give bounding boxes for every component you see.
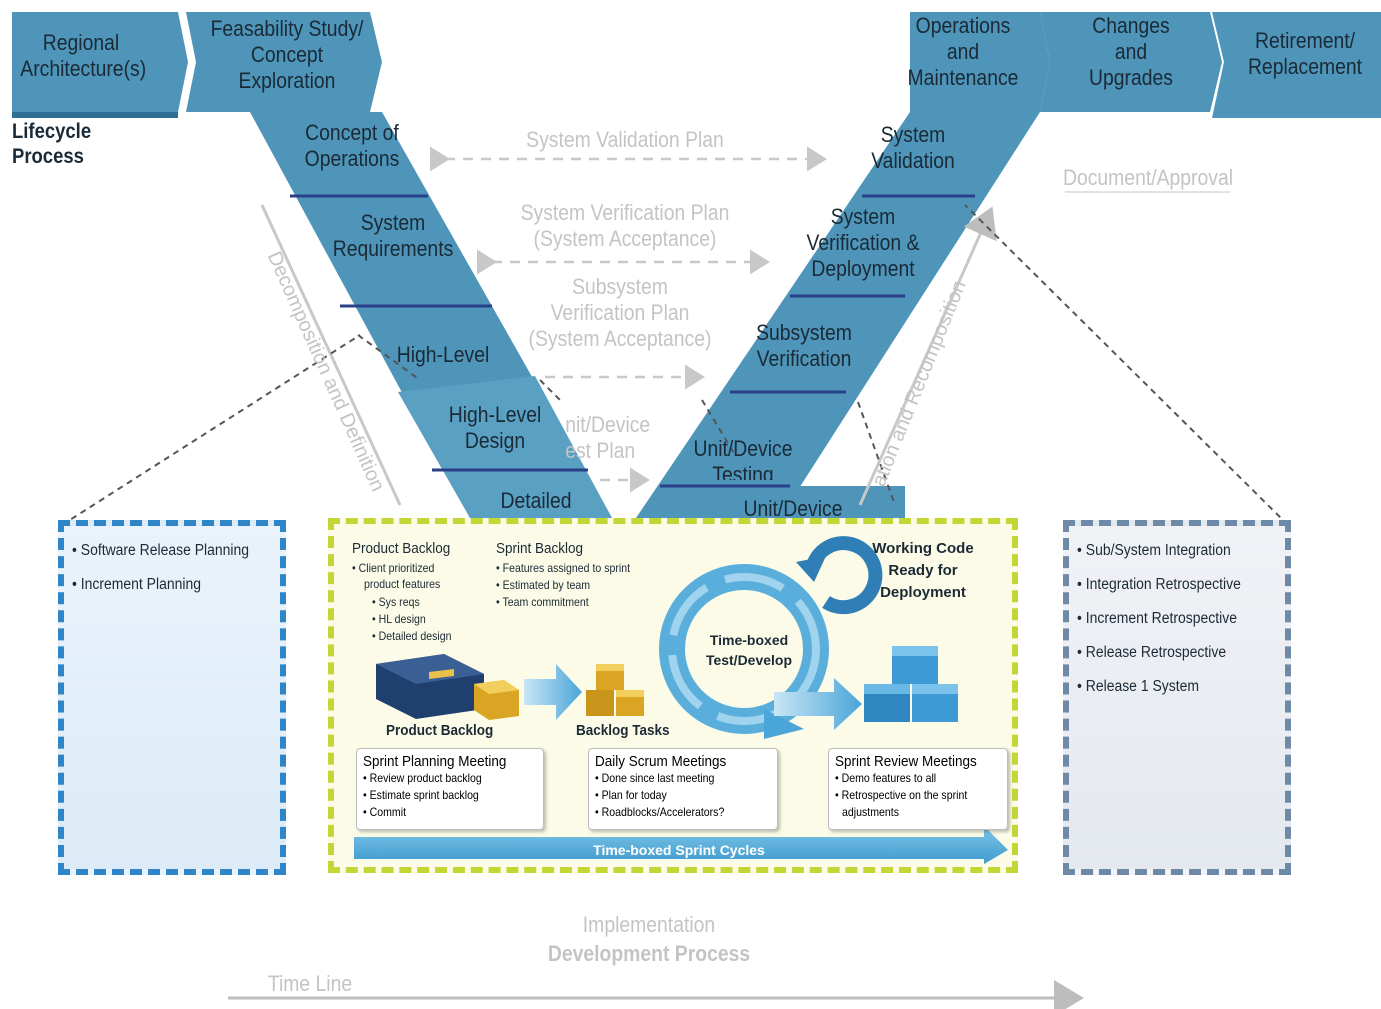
meeting-item: • Plan for today — [595, 788, 667, 802]
product-backlog-title: Product Backlog — [352, 540, 451, 557]
sprint-cycles-arrow — [354, 826, 1008, 864]
left-panel-item: Increment Planning — [72, 576, 259, 594]
sprint-cycle-ring — [659, 564, 829, 739]
retirement-replacement-label: Retirement/ Replacement — [1247, 28, 1363, 79]
system-verification-label: System Verification & Deployment — [806, 204, 920, 281]
changes-upgrades-label: Changes and Upgrades — [1089, 13, 1173, 90]
sprint-cycles-label: Time-boxed Sprint Cycles — [593, 842, 765, 858]
lifecycle-process-label: Lifecycle Process — [12, 120, 92, 168]
right-panel-item: Sub/System Integration — [1077, 542, 1264, 560]
deploy-arrow — [774, 678, 862, 730]
regional-architecture-box — [12, 12, 188, 118]
document-approval-label: Document/Approval — [1062, 165, 1234, 190]
meeting-title: Sprint Planning Meeting — [363, 753, 507, 770]
meeting-item: • Done since last meeting — [595, 771, 715, 785]
unit-device-test-plan: nit/Device est Plan — [565, 412, 651, 463]
retirement-box — [1212, 12, 1381, 118]
right-panel-item: Increment Retrospective — [1077, 610, 1264, 628]
concept-of-operations-label: Concept of Operations — [304, 120, 400, 171]
meeting-item: • Demo features to all — [835, 771, 937, 785]
backlog-arrow — [524, 664, 582, 720]
meeting-item: • Commit — [363, 805, 407, 819]
feasibility-label: Feasability Study/ Concept Exploration — [210, 16, 364, 93]
left-panel-item: Software Release Planning — [72, 542, 259, 560]
left-arm — [250, 112, 612, 518]
sprint-backlog-item: • Features assigned to sprint — [496, 561, 631, 575]
meeting-item: adjustments — [842, 805, 899, 819]
connector-lines — [61, 204, 1289, 526]
operations-maintenance-label: Operations and Maintenance — [907, 13, 1019, 90]
detailed-label: Detailed — [500, 488, 572, 513]
sprint-backlog-item: • Team commitment — [496, 595, 589, 609]
high-level-design-label: High-Level Design — [448, 402, 542, 453]
right-panel-item: Integration Retrospective — [1077, 576, 1264, 594]
time-boxed-label: Time-boxed Test/Develop — [705, 632, 793, 668]
sprint-planning-box: Sprint Planning Meeting • Review product… — [356, 748, 544, 830]
system-validation-plan: System Validation Plan — [526, 127, 724, 152]
release-planning-panel: Software Release Planning Increment Plan… — [58, 520, 286, 875]
unit-device-label: Unit/Device — [743, 496, 843, 518]
right-panel-item: Release 1 System — [1077, 678, 1264, 696]
meeting-title: Sprint Review Meetings — [835, 753, 977, 770]
working-code-label: Working Code Ready for Deployment — [872, 540, 974, 601]
system-validation-label: System Validation — [871, 122, 955, 173]
product-backlog-item: • Client prioritized — [352, 561, 435, 575]
daily-scrum-box: Daily Scrum Meetings • Done since last m… — [588, 748, 778, 830]
development-process-label: Development Process — [547, 941, 751, 966]
product-backlog-subitem: • Detailed design — [372, 629, 452, 643]
process-arrows — [260, 204, 997, 506]
system-verification-plan: System Verification Plan (System Accepta… — [520, 200, 730, 251]
product-backlog-caption: Product Backlog — [386, 722, 494, 739]
subsystem-verification-label: Subsystem Verification — [756, 320, 852, 371]
agile-sprint-panel: Product Backlog • Client prioritized pro… — [328, 518, 1018, 873]
feasibility-box — [186, 12, 382, 112]
meeting-item: • Roadblocks/Accelerators? — [595, 805, 725, 819]
high-level-partial-label: High-Level — [396, 342, 490, 367]
product-backlog-item: product features — [364, 577, 441, 591]
time-line-label: Time Line — [267, 971, 353, 996]
meeting-item: • Review product backlog — [363, 771, 482, 785]
meeting-item: • Retrospective on the sprint — [835, 788, 968, 802]
changes-box — [1040, 12, 1222, 112]
sprint-backlog-title: Sprint Backlog — [496, 540, 584, 557]
sprint-review-box: Sprint Review Meetings • Demo features t… — [828, 748, 1008, 830]
meeting-item: • Estimate sprint backlog — [363, 788, 479, 802]
implementation-label: Implementation — [582, 912, 716, 937]
right-panel-item: Release Retrospective — [1077, 644, 1264, 662]
sprint-backlog-item: • Estimated by team — [496, 578, 591, 592]
subsystem-verification-plan: Subsystem Verification Plan (System Acce… — [528, 274, 712, 351]
right-arm — [636, 112, 1040, 518]
deployment-cubes — [864, 646, 958, 722]
unit-device-testing-label: Unit/Device Testing — [693, 436, 793, 480]
meeting-title: Daily Scrum Meetings — [595, 753, 727, 770]
product-backlog-subitem: • HL design — [372, 612, 426, 626]
product-backlog-subitem: • Sys reqs — [372, 595, 420, 609]
backlog-task-cubes — [586, 664, 644, 716]
sprint-graphics — [354, 536, 1008, 864]
regional-architecture-label: Regional Architecture(s) — [20, 30, 147, 81]
daily-cycle-ring — [796, 536, 883, 615]
plan-arrows — [430, 146, 827, 493]
operations-box — [910, 12, 1050, 112]
system-requirements-label: System Requirements — [332, 210, 454, 261]
integration-panel: Sub/System Integration Integration Retro… — [1063, 520, 1291, 875]
product-backlog-blocks — [376, 654, 519, 720]
backlog-tasks-caption: Backlog Tasks — [576, 722, 670, 739]
